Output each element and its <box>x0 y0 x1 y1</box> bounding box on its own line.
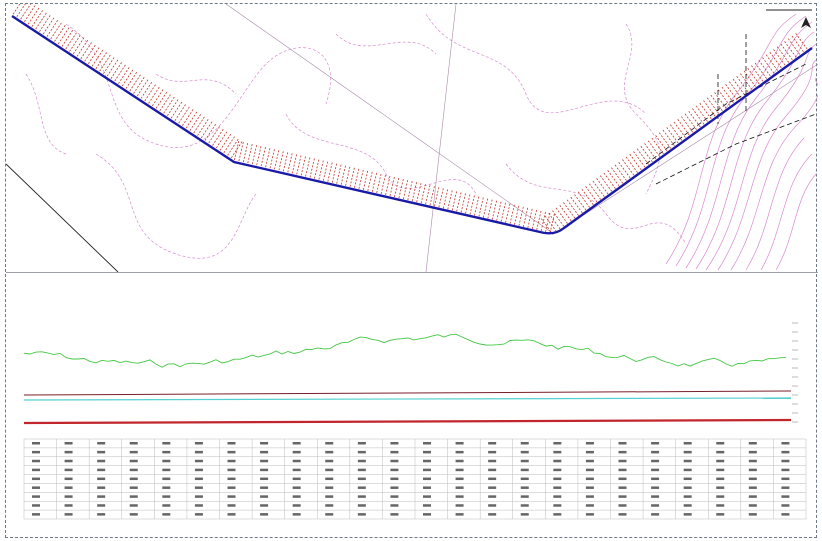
thin-grey-lines <box>225 4 818 272</box>
earthwork-hatch <box>12 4 808 235</box>
existing-ground-profile <box>23 333 787 368</box>
road-alignment <box>11 14 813 235</box>
design-line-teal <box>23 397 792 401</box>
design-line-dark <box>23 390 792 396</box>
elevation-scale <box>792 322 798 423</box>
design-line-red <box>23 418 792 425</box>
dense-contours <box>665 13 818 271</box>
plan-view <box>6 4 818 272</box>
compass-icon <box>801 17 811 28</box>
boundary-lines <box>6 9 812 272</box>
drawing-sheet <box>5 3 818 538</box>
profile-view <box>6 272 818 425</box>
profile-data-table <box>23 438 807 520</box>
right-of-way-lines <box>645 34 817 185</box>
contour-lines <box>25 13 687 259</box>
